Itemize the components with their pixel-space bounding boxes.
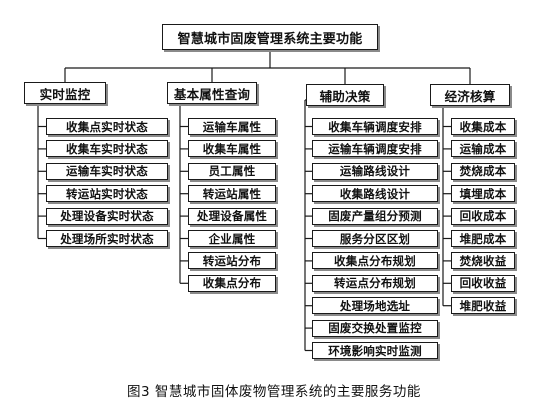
item-box: 收集车辆调度安排 — [312, 118, 438, 135]
item-box: 处理设备属性 — [188, 207, 276, 225]
item-box: 运输车实时状态 — [46, 162, 168, 180]
item-box: 运输车属性 — [188, 118, 276, 135]
item-box: 企业属性 — [188, 230, 276, 247]
figure-caption: 图3 智慧城市固体废物管理系统的主要服务功能 — [127, 384, 421, 400]
item-box: 运输车辆调度安排 — [312, 140, 438, 158]
item-box: 转运站实时状态 — [46, 185, 168, 203]
category-realtime-monitoring: 实时监控 — [24, 82, 106, 104]
item-box: 固废产量组分预测 — [312, 207, 438, 225]
item-box: 处理场地选址 — [312, 297, 438, 315]
item-box: 运输路线设计 — [312, 162, 438, 180]
category-economic-accounting: 经济核算 — [430, 84, 510, 106]
item-box: 收集点分布 — [188, 274, 276, 292]
item-box: 回收成本 — [451, 207, 515, 225]
item-box: 收集点分布规划 — [312, 252, 438, 270]
item-box: 收集车属性 — [188, 140, 276, 158]
item-box: 填埋成本 — [451, 185, 515, 203]
item-box: 员工属性 — [188, 162, 276, 180]
item-box: 堆肥成本 — [451, 230, 515, 247]
item-box: 服务分区区划 — [312, 230, 438, 247]
item-box: 收集路线设计 — [312, 185, 438, 203]
item-box: 转运站分布 — [188, 252, 276, 270]
item-box: 收集点实时状态 — [46, 118, 168, 135]
category-attribute-query: 基本属性查询 — [167, 82, 257, 104]
item-box: 环境影响实时监测 — [312, 342, 438, 359]
item-box: 焚烧收益 — [451, 252, 515, 270]
item-box: 堆肥收益 — [451, 297, 515, 315]
root-box: 智慧城市固废管理系统主要功能 — [162, 24, 378, 50]
item-box: 处理设备实时状态 — [46, 207, 168, 225]
item-box: 收集成本 — [451, 118, 515, 135]
item-box: 运输成本 — [451, 140, 515, 158]
item-box: 转运点分布规划 — [312, 274, 438, 292]
category-decision-support: 辅助决策 — [306, 84, 384, 106]
item-box: 回收收益 — [451, 274, 515, 292]
item-box: 焚烧成本 — [451, 162, 515, 180]
item-box: 转运站属性 — [188, 185, 276, 203]
item-box: 固废交换处置监控 — [312, 319, 438, 337]
item-box: 处理场所实时状态 — [46, 230, 168, 247]
item-box: 收集车实时状态 — [46, 140, 168, 158]
